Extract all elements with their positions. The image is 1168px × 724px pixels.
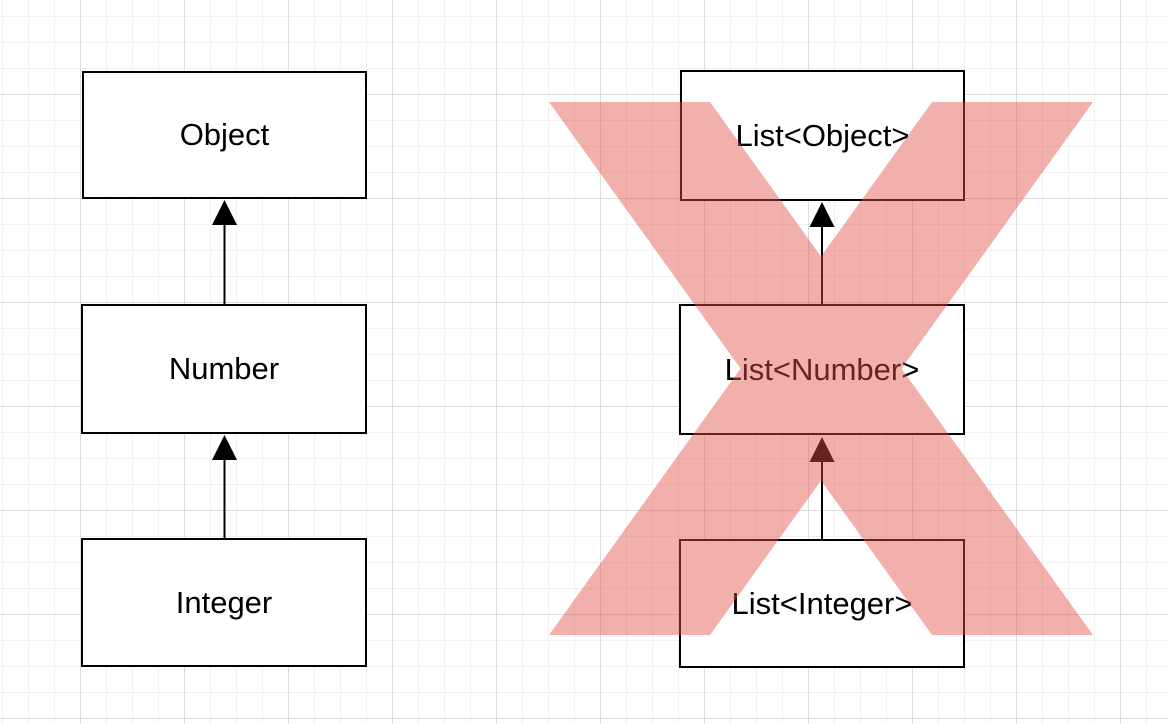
arrow-list-number-to-list-object xyxy=(809,202,835,304)
class-box-integer-label: Integer xyxy=(175,584,273,620)
arrowhead-up-icon xyxy=(212,435,237,460)
class-box-list-object-label: List<Object> xyxy=(735,117,910,153)
class-box-list-number: List<Number> xyxy=(679,304,965,435)
arrow-list-integer-to-list-number xyxy=(809,437,835,539)
class-box-number-label: Number xyxy=(168,351,280,386)
class-box-list-number-label: List<Number> xyxy=(724,351,920,387)
class-box-number: Number xyxy=(81,304,367,434)
class-box-object-label: Object xyxy=(179,117,270,152)
class-box-list-object: List<Object> xyxy=(680,70,965,201)
arrowhead-up-icon xyxy=(809,202,835,227)
class-box-list-integer: List<Integer> xyxy=(679,539,965,668)
arrow-number-to-object xyxy=(212,200,237,304)
class-box-integer: Integer xyxy=(81,538,367,667)
arrowhead-up-icon xyxy=(809,437,835,462)
arrow-integer-to-number xyxy=(212,435,237,538)
class-box-list-integer-label: List<Integer> xyxy=(731,585,913,621)
arrowhead-up-icon xyxy=(212,200,237,225)
class-box-object: Object xyxy=(82,71,367,199)
